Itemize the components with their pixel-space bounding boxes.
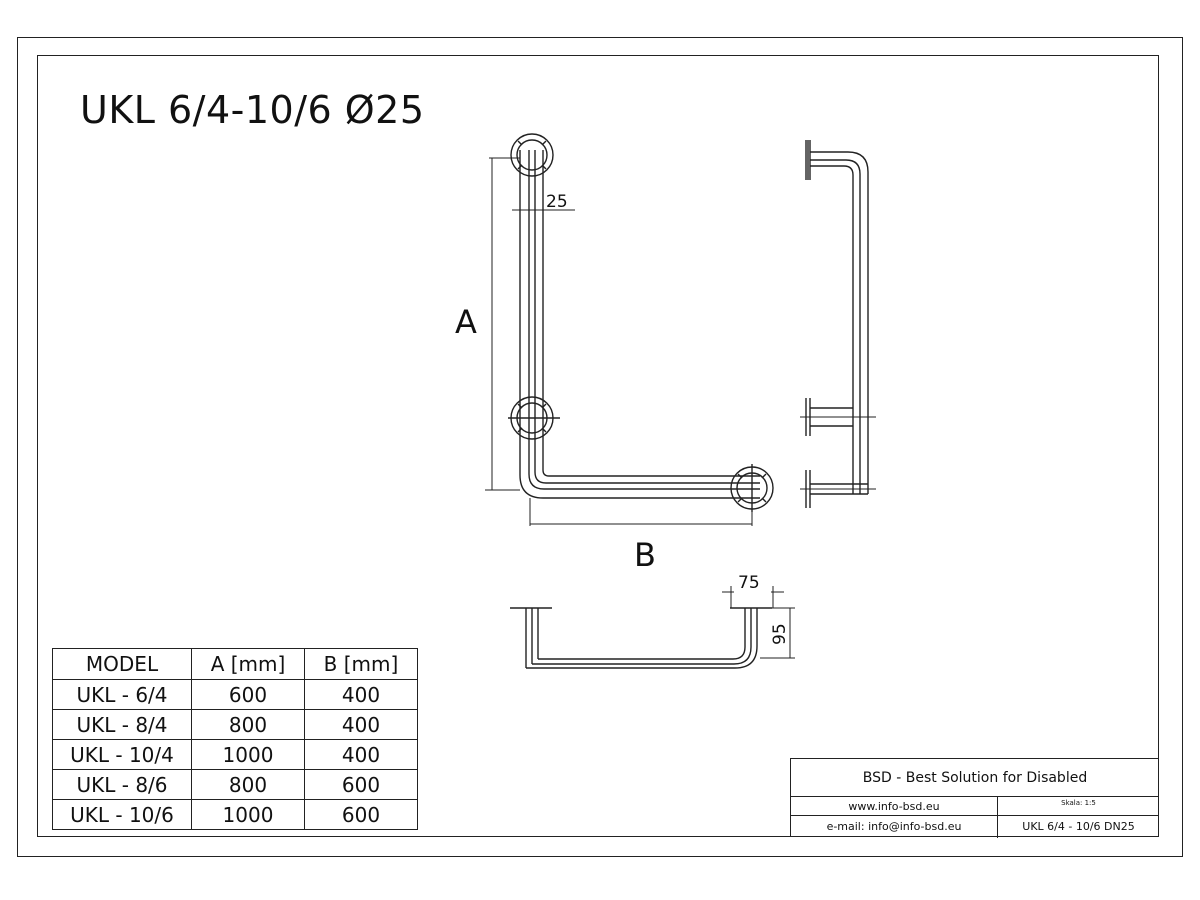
email-link[interactable]: e-mail: info@info-bsd.eu (791, 816, 998, 838)
table-cell-b: 400 (304, 739, 418, 770)
dimension-b-lines (529, 498, 753, 526)
table-cell-a: 600 (191, 679, 305, 710)
rosette-middle (508, 396, 560, 440)
table-row: UKL - 10/4 1000 400 (52, 739, 418, 770)
table-cell-b: 600 (304, 769, 418, 800)
drawing-title: UKL 6/4-10/6 Ø25 (80, 88, 425, 132)
dimension-a-lines (485, 157, 520, 491)
table-cell-b: 400 (304, 709, 418, 740)
drawing-name: UKL 6/4 - 10/6 DN25 (1022, 820, 1135, 833)
table-cell-model: UKL - 6/4 (52, 679, 192, 710)
outer-frame (17, 37, 1183, 857)
title-block: BSD - Best Solution for Disabled www.inf… (790, 758, 1159, 838)
table-header-row: MODEL A [mm] B [mm] (52, 648, 418, 680)
table-cell-model: UKL - 8/6 (52, 769, 192, 800)
table-cell-model: UKL - 10/6 (52, 799, 192, 830)
table-cell-a: 1000 (191, 799, 305, 830)
dimension-75-lines (722, 586, 784, 608)
dimension-95-lines (760, 607, 795, 659)
table-cell-a: 1000 (191, 739, 305, 770)
table-header-a: A [mm] (191, 648, 305, 680)
table-cell-model: UKL - 8/4 (52, 709, 192, 740)
title-block-row-email: e-mail: info@info-bsd.eu UKL 6/4 - 10/6 … (791, 816, 1159, 838)
scale-label: Skala: 1:5 (1061, 799, 1096, 807)
dimension-75-label: 75 (738, 573, 760, 593)
table-row: UKL - 8/4 800 400 (52, 709, 418, 740)
table-header-b: B [mm] (304, 648, 418, 680)
table-cell-a: 800 (191, 709, 305, 740)
dimension-b-label: B (634, 536, 656, 574)
title-block-row-website: www.info-bsd.eu Skala: 1:5 (791, 797, 1159, 816)
table-cell-b: 600 (304, 799, 418, 830)
table-row: UKL - 10/6 1000 600 (52, 799, 418, 830)
table-cell-b: 400 (304, 679, 418, 710)
side-view-bar (800, 140, 876, 508)
front-view-bar (519, 150, 760, 499)
dimension-95-label: 95 (770, 623, 790, 645)
dimension-25-label: 25 (546, 192, 568, 212)
website-link[interactable]: www.info-bsd.eu (791, 797, 998, 815)
inner-frame (37, 55, 1159, 837)
table-cell-model: UKL - 10/4 (52, 739, 192, 770)
table-header-model: MODEL (52, 648, 192, 680)
dimension-a-label: A (455, 303, 477, 341)
model-table: MODEL A [mm] B [mm] UKL - 6/4 600 400 UK… (52, 648, 418, 830)
table-cell-a: 800 (191, 769, 305, 800)
company-name: BSD - Best Solution for Disabled (791, 759, 1159, 797)
table-row: UKL - 6/4 600 400 (52, 679, 418, 710)
table-row: UKL - 8/6 800 600 (52, 769, 418, 800)
bottom-view-bar (510, 607, 772, 669)
rosette-top (510, 133, 554, 177)
rosette-right (730, 464, 774, 512)
